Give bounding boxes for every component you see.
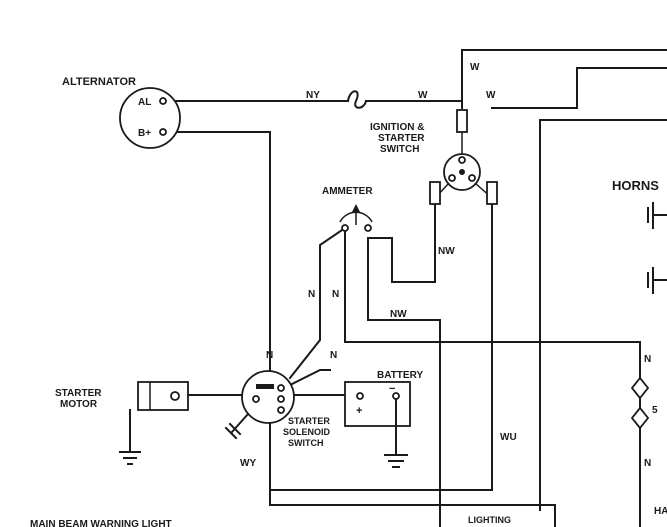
starter-motor-body (137, 381, 189, 411)
wire-w-top (461, 49, 667, 109)
wire-right-vertical (539, 119, 667, 511)
wire-label-w-mid: W (418, 90, 428, 101)
wire-n-mid (344, 227, 641, 527)
starter-motor-label-line1: STARTER (55, 388, 102, 399)
horn-2-icon (647, 267, 667, 294)
alternator-al-label: AL (138, 97, 151, 108)
wire-labels: NY W W W NW NW N N N N N N WU WY (240, 62, 651, 469)
solenoid-terminal-4 (252, 395, 260, 403)
alternator-label: ALTERNATOR (62, 76, 136, 88)
line-connector-icon (346, 90, 368, 109)
wire-label-wy: WY (240, 458, 256, 469)
wire-lighting (269, 419, 556, 527)
battery-plus-terminal (356, 392, 364, 400)
switch-label-line1: IGNITION & (370, 122, 424, 133)
starter-solenoid: STARTER SOLENOID SWITCH (224, 370, 331, 448)
ignition-switch: IGNITION & STARTER SWITCH (370, 109, 498, 205)
wire-nw-lower (367, 237, 441, 527)
cut-off-label: HA (654, 506, 667, 517)
battery-label: BATTERY (377, 370, 423, 381)
solenoid-contact-icon (256, 384, 274, 389)
solenoid-label-line2: SOLENOID (283, 427, 331, 437)
ammeter: AMMETER (322, 186, 373, 232)
wire-label-n-right-lower: N (644, 458, 651, 469)
ground-icon (119, 451, 141, 465)
solenoid-terminal-3 (277, 406, 285, 414)
wire-n-low (288, 369, 331, 387)
wire-label-n-right-upper: N (644, 354, 651, 365)
alternator-al-terminal (159, 97, 167, 105)
starter-motor-terminal (170, 391, 180, 401)
fuse-label: 5 (652, 405, 658, 416)
ammeter-terminal-right (364, 224, 372, 232)
wire-label-n-low-mid: N (330, 350, 337, 361)
wire-label-n-left: N (308, 289, 315, 300)
wire-label-ny: NY (306, 90, 320, 101)
solenoid-terminal-2 (277, 395, 285, 403)
wire-label-n-low-left: N (266, 350, 273, 361)
switch-label-line3: SWITCH (380, 144, 419, 155)
switch-right-fuse (486, 181, 498, 205)
solenoid-label-line3: SWITCH (288, 438, 324, 448)
switch-contact-left (448, 174, 456, 182)
ammeter-terminal-left (341, 224, 349, 232)
fuse: 5 (630, 376, 658, 430)
starter-motor: STARTER MOTOR (55, 381, 189, 465)
wire-label-nw-lower: NW (390, 309, 407, 320)
fuse-link-lower (630, 406, 650, 430)
wire-label-w-top: W (470, 62, 480, 73)
wire-nw-upper (367, 197, 436, 283)
lighting-label: LIGHTING (468, 515, 511, 525)
alternator-b-terminal (159, 128, 167, 136)
horn-1-icon (647, 202, 667, 229)
battery: + − BATTERY (344, 370, 423, 468)
solenoid-label-line1: STARTER (288, 416, 330, 426)
wire-n-left (288, 226, 347, 380)
horns-label: HORNS (612, 178, 659, 193)
wire-label-n-mid: N (332, 289, 339, 300)
switch-label-line2: STARTER (378, 133, 425, 144)
arrow-up-icon (352, 204, 360, 212)
battery-plus-label: + (356, 405, 362, 417)
solenoid-body (241, 370, 295, 424)
wire-label-w-right: W (486, 90, 496, 101)
ammeter-label: AMMETER (322, 186, 373, 197)
fuse-link-icon (630, 376, 650, 400)
battery-body (344, 381, 411, 427)
starter-motor-label-line2: MOTOR (60, 399, 98, 410)
wire-label-nw-upper: NW (438, 246, 455, 257)
switch-center-icon (459, 169, 465, 175)
alternator: ALTERNATOR AL B+ (62, 76, 181, 149)
wires (165, 49, 667, 527)
wire-b-plus (165, 131, 271, 381)
wire-w-right (491, 67, 667, 109)
main-beam-label: MAIN BEAM WARNING LIGHT (30, 519, 172, 527)
alternator-b-label: B+ (138, 128, 151, 139)
switch-top-fuse (456, 109, 468, 133)
battery-minus-label: − (389, 383, 395, 395)
ground-diag-icon (224, 412, 250, 440)
battery-ground-icon (384, 454, 408, 468)
switch-contact-right (468, 174, 476, 182)
switch-left-fuse (429, 181, 441, 205)
horns: HORNS (612, 178, 667, 294)
solenoid-terminal-1 (277, 384, 285, 392)
wire-label-wu: WU (500, 432, 517, 443)
switch-contact-top (458, 156, 466, 164)
